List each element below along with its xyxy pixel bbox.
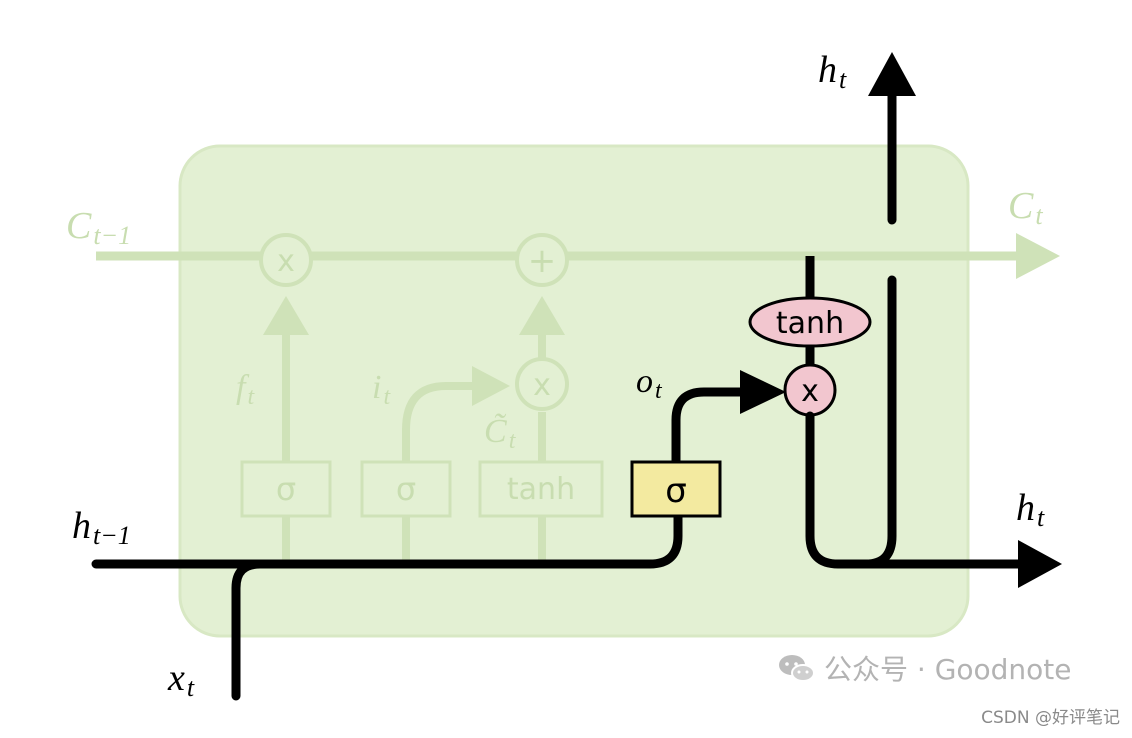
output-gate-line bbox=[671, 387, 749, 467]
watermark-secondary: CSDN @好评笔记 bbox=[981, 708, 1120, 728]
label-h-top: ht bbox=[818, 49, 847, 94]
label-i-t: it bbox=[372, 369, 391, 410]
input-bus-line bbox=[91, 509, 683, 569]
label-h-prev: ht−1 bbox=[72, 505, 131, 550]
label-c-next: Ct bbox=[1008, 185, 1043, 230]
input-gate-curve bbox=[402, 382, 476, 431]
forget-gate-arrowhead bbox=[263, 296, 309, 335]
forget-sigma-box bbox=[240, 460, 332, 518]
output-h-line bbox=[805, 411, 1029, 569]
x-input-line bbox=[231, 559, 265, 701]
forget-multiply-node bbox=[259, 233, 313, 287]
candidate-multiply-symbol: x bbox=[533, 368, 551, 403]
output-h-right-arrowhead bbox=[1018, 540, 1062, 588]
add-node bbox=[515, 233, 569, 287]
input-gate-arrowhead bbox=[472, 366, 510, 406]
output-sigma-text: σ bbox=[665, 471, 687, 511]
candidate-tanh-text: tanh bbox=[507, 472, 575, 507]
output-gate-arrowhead bbox=[740, 370, 786, 414]
output-multiply-symbol: x bbox=[801, 374, 819, 409]
label-o-t: ot bbox=[636, 363, 663, 404]
output-h-top-arrowhead bbox=[868, 52, 916, 96]
input-sigma-text: σ bbox=[396, 470, 416, 508]
input-sigma-box bbox=[360, 460, 452, 518]
output-h-up-line bbox=[861, 275, 897, 569]
forget-multiply-symbol: x bbox=[277, 244, 295, 279]
label-h-right: ht bbox=[1016, 487, 1045, 532]
output-tanh-text: tanh bbox=[776, 306, 844, 341]
label-x-t: xt bbox=[167, 657, 195, 702]
wechat-icon bbox=[779, 655, 815, 682]
candidate-tanh-box bbox=[478, 460, 604, 518]
watermark-primary-text: 公众号 · Goodnote bbox=[824, 653, 1072, 686]
candidate-arrowhead bbox=[519, 296, 565, 335]
cell-state-arrowhead bbox=[1016, 233, 1060, 279]
forget-sigma-text: σ bbox=[276, 470, 296, 508]
output-sigma-box bbox=[630, 460, 722, 518]
candidate-multiply-node bbox=[515, 357, 569, 411]
label-c-prev: Ct−1 bbox=[66, 205, 131, 250]
watermark-primary: 公众号 · Goodnote bbox=[776, 648, 1072, 688]
add-symbol: + bbox=[528, 241, 557, 281]
label-c-tilde: C̃t bbox=[484, 412, 517, 454]
